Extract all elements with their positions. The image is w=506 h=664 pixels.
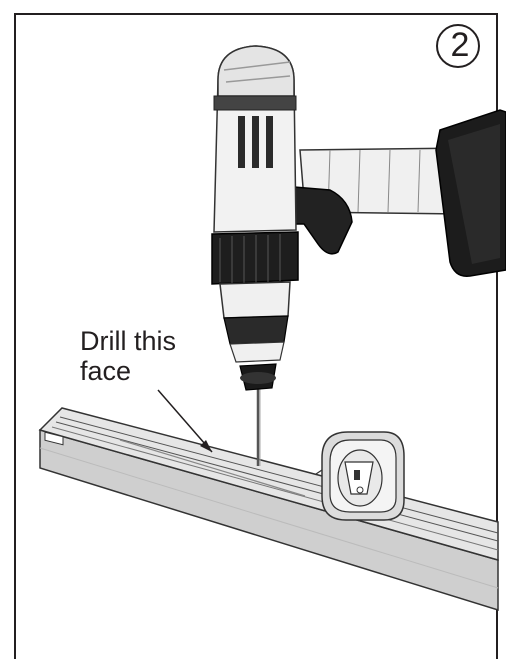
- callout-arrow: [157, 389, 213, 453]
- rail-icon: [38, 407, 499, 612]
- step-number-circle: [436, 24, 480, 68]
- frame-border: [14, 13, 498, 664]
- step-number: 2: [450, 26, 470, 64]
- drill-icon: [211, 45, 506, 391]
- tape-measure-icon: [315, 431, 405, 521]
- callout-label: Drill this face: [80, 326, 177, 386]
